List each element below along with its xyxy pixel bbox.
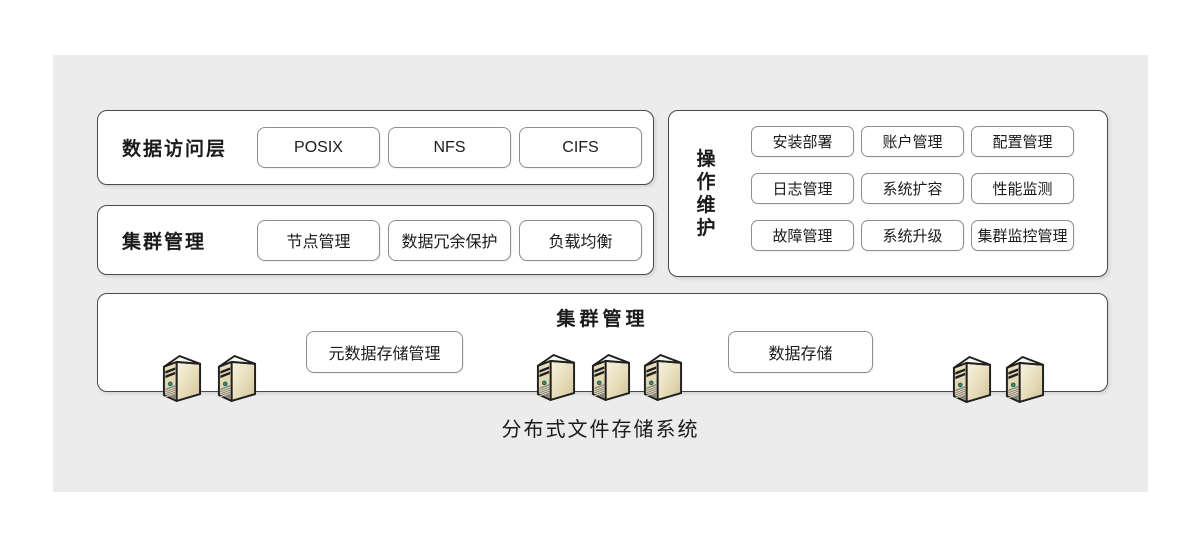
operations-maintenance-box: 操作维护 安装部署 账户管理 配置管理 日志管理 系统扩容 性能监测 故障管理 … [668, 110, 1108, 277]
cluster-management-title: 集群管理 [122, 231, 207, 253]
ops-item-log-mgmt: 日志管理 [751, 173, 854, 204]
storage-item-data-storage: 数据存储 [728, 331, 873, 373]
data-access-layer-title: 数据访问层 [122, 139, 228, 160]
cluster-item-data-redundancy: 数据冗余保护 [388, 219, 511, 261]
cluster-item-node-mgmt: 节点管理 [257, 219, 380, 261]
diagram-panel: 数据访问层 POSIX NFS CIFS 集群管理 节点管理 数据冗余保护 负载… [53, 55, 1148, 492]
cluster-chip-row: 节点管理 数据冗余保护 负载均衡 [257, 219, 642, 261]
operations-maintenance-title: 操作维护 [696, 148, 716, 239]
storage-cluster-title: 集群管理 [556, 309, 649, 330]
access-item-posix: POSIX [257, 127, 380, 168]
ops-item-cluster-monitoring: 集群监控管理 [971, 220, 1074, 251]
server-icon [589, 350, 632, 403]
cluster-management-box: 集群管理 节点管理 数据冗余保护 负载均衡 [97, 205, 654, 275]
server-icon [1003, 352, 1046, 405]
data-access-chip-row: POSIX NFS CIFS [257, 127, 642, 168]
storage-item-metadata-storage-mgmt: 元数据存储管理 [306, 331, 463, 373]
server-icon [641, 350, 684, 403]
access-item-nfs: NFS [388, 127, 511, 168]
diagram-caption: 分布式文件存储系统 [501, 419, 700, 441]
access-item-cifs: CIFS [519, 127, 642, 168]
server-icon [160, 351, 203, 404]
storage-cluster-box: 集群管理 元数据存储管理 数据存储 [97, 293, 1108, 392]
server-icon [950, 352, 993, 405]
ops-item-performance-monitor: 性能监测 [971, 173, 1074, 204]
ops-item-capacity-expansion: 系统扩容 [861, 173, 964, 204]
cluster-item-load-balance: 负载均衡 [519, 219, 642, 261]
ops-item-config-mgmt: 配置管理 [971, 126, 1074, 157]
server-icon [534, 350, 577, 403]
ops-item-fault-mgmt: 故障管理 [751, 220, 854, 251]
data-access-layer-box: 数据访问层 POSIX NFS CIFS [97, 110, 654, 185]
ops-item-install-deploy: 安装部署 [751, 126, 854, 157]
ops-item-account-mgmt: 账户管理 [861, 126, 964, 157]
server-icon [215, 351, 258, 404]
operations-grid: 安装部署 账户管理 配置管理 日志管理 系统扩容 性能监测 故障管理 系统升级 … [751, 126, 1074, 251]
ops-item-system-upgrade: 系统升级 [861, 220, 964, 251]
